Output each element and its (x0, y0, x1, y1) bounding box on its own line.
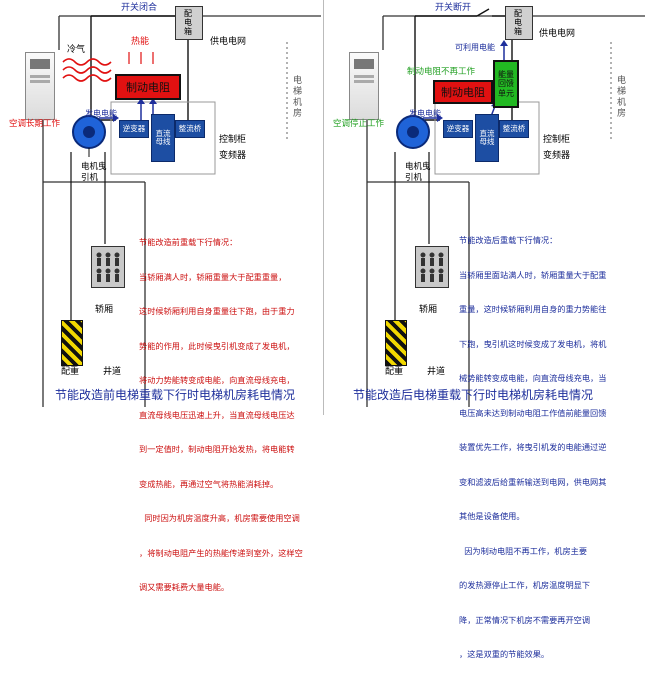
machine-room-label: 电梯机房 (293, 76, 303, 119)
machine-room-label: 电梯机房 (617, 76, 627, 119)
dc-bus-block: 直流母线 (151, 114, 175, 162)
panel-divider (323, 0, 324, 415)
counterweight-block (385, 320, 407, 366)
traction-machine-label: 电机曳引机 (405, 162, 431, 183)
frequency-converter-label: 变频器 (219, 151, 247, 161)
generation-label: 发电电能 (409, 109, 441, 118)
after-caption: 节能改造后电梯重载下行时电梯机房耗电情况 (353, 388, 594, 402)
shaft-label: 井道 (103, 367, 122, 377)
passengers-icon (420, 252, 444, 282)
cold-air-label: 冷气 (67, 45, 86, 55)
generation-label: 发电电能 (85, 109, 117, 118)
rectifier-block: 整流桥 (175, 120, 205, 138)
air-conditioner-icon (25, 52, 55, 120)
rectifier-block: 整流桥 (499, 120, 529, 138)
passengers-icon (96, 252, 120, 282)
car-label: 轿厢 (95, 305, 114, 315)
car-label: 轿厢 (419, 305, 438, 315)
before-description: 节能改造前重载下行情况： 当轿厢满人时，轿厢重量大于配重重量， 这时候轿厢利用自… (139, 237, 303, 592)
inverter-block: 逆变器 (443, 120, 473, 138)
usable-power-label: 可利用电能 (455, 43, 495, 52)
distribution-box: 配电箱 (175, 6, 203, 40)
air-conditioner-icon (349, 52, 379, 120)
switch-status-label: 开关闭合 (121, 3, 158, 13)
traction-machine-label: 电机曳引机 (81, 162, 107, 183)
control-cabinet-label: 控制柜 (543, 135, 571, 145)
counterweight-label: 配重 (61, 367, 80, 377)
grid-label: 供电电网 (539, 29, 576, 39)
dc-bus-block: 直流母线 (475, 114, 499, 162)
distribution-box-label: 配电箱 (514, 9, 522, 36)
heat-label: 热能 (131, 37, 150, 47)
ac-status-label: 空调长期工作 (9, 119, 61, 129)
grid-label: 供电电网 (210, 37, 247, 47)
switch-status-label: 开关断开 (435, 3, 472, 13)
inverter-block: 逆变器 (119, 120, 149, 138)
shaft-label: 井道 (427, 367, 446, 377)
elevator-car (91, 246, 125, 288)
control-cabinet-label: 控制柜 (219, 135, 247, 145)
distribution-box: 配电箱 (505, 6, 533, 40)
brake-inactive-label: 制动电阻不再工作 (407, 67, 476, 77)
counterweight-label: 配重 (385, 367, 404, 377)
brake-resistor: 制动电阻 (115, 74, 181, 100)
counterweight-block (61, 320, 83, 366)
before-caption: 节能改造前电梯重载下行时电梯机房耗电情况 (55, 388, 296, 402)
brake-resistor: 制动电阻 (433, 80, 493, 104)
distribution-box-label: 配电箱 (184, 9, 192, 36)
before-retrofit-panel: 开关闭合 配电箱 供电电网 冷气 热能 空调长期工作 制动电阻 电梯机房 发电电… (3, 2, 321, 592)
after-description: 节能改造后重载下行情况： 当轿厢里面站满人时，轿厢重量大于配重 重量，这时候轿厢… (459, 235, 607, 659)
energy-feedback-unit: 能量回馈单元 (493, 60, 519, 108)
after-retrofit-panel: 开关断开 配电箱 供电电网 可利用电能 制动电阻不再工作 空调停止工作 制动电阻… (327, 2, 645, 659)
elevator-car (415, 246, 449, 288)
frequency-converter-label: 变频器 (543, 151, 571, 161)
ac-status-label: 空调停止工作 (333, 119, 385, 129)
